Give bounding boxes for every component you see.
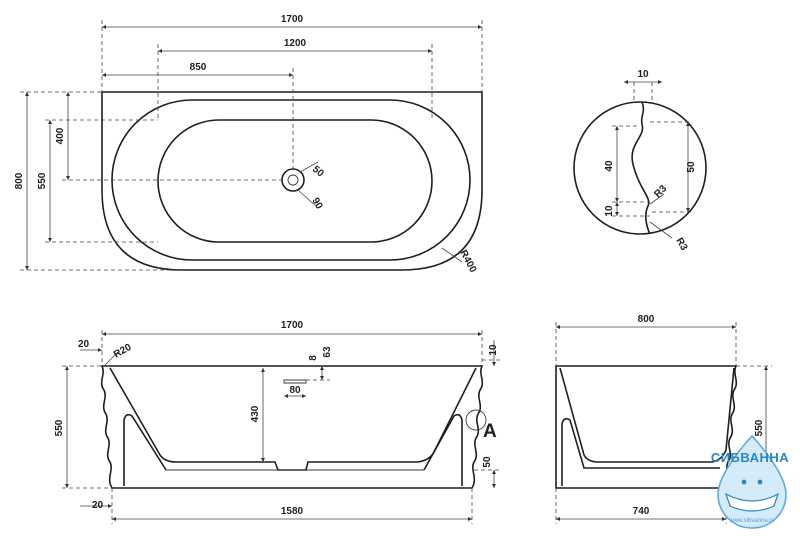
side-view: 800 740 550	[555, 314, 772, 524]
dim-1580: 1580	[281, 506, 304, 517]
dim-800-side: 800	[638, 314, 655, 325]
dim-740: 740	[633, 506, 650, 517]
brand-logo: СИБВАННА www.sibvanna.ru	[711, 434, 789, 529]
dim-detail-40: 40	[604, 160, 615, 172]
detail-a-view: 10 40 10 50 R3 R3	[573, 69, 707, 253]
dim-detail-r3-b: R3	[673, 236, 689, 253]
tub-outline-top	[101, 91, 483, 271]
dim-detail-r3-a: R3	[652, 183, 669, 200]
logo-name: СИБВАННА	[711, 450, 789, 465]
drain-outer	[281, 168, 305, 192]
dim-800: 800	[14, 172, 25, 189]
dim-overflow-63: 63	[322, 346, 333, 358]
dim-rim-20: 20	[78, 339, 90, 350]
front-right-support	[423, 413, 463, 486]
overflow-fitting	[283, 379, 307, 384]
dim-right-50: 50	[482, 456, 493, 468]
dim-detail-10-top: 10	[637, 69, 649, 80]
dim-550-top: 550	[37, 172, 48, 189]
dim-r20: R20	[112, 342, 134, 361]
dim-overflow-8: 8	[308, 355, 319, 361]
logo-url: www.sibvanna.ru	[728, 518, 774, 524]
side-support	[561, 417, 720, 486]
dim-detail-50: 50	[686, 161, 697, 173]
side-outline	[555, 365, 738, 489]
front-left-support	[123, 413, 167, 486]
dim-drain-90: 90	[309, 196, 324, 212]
bathtub-logo-icon	[724, 492, 780, 512]
dim-1700-front: 1700	[281, 320, 304, 331]
dim-1700-top: 1700	[281, 14, 304, 25]
detail-a-marker	[465, 409, 487, 431]
detail-a-profile	[631, 101, 651, 235]
dim-1200: 1200	[284, 38, 307, 49]
dim-r400: R400	[457, 248, 478, 275]
dim-drain-50: 50	[310, 164, 326, 180]
dim-550-front: 550	[54, 419, 65, 436]
top-view: 1700 1200 850 800 550 400 50 90 R400	[14, 14, 483, 275]
detail-a-circle	[573, 101, 707, 235]
drain-inner	[287, 174, 299, 186]
front-view: 1700 1580 550 430 20 R20 8 63 80 10 50 2…	[54, 320, 500, 524]
dim-right-10: 10	[488, 344, 499, 356]
side-basin	[559, 367, 735, 463]
dim-550-side: 550	[754, 419, 765, 436]
dim-850: 850	[190, 62, 207, 73]
tub-rim-inner	[111, 99, 471, 261]
face-eye-icon	[741, 479, 747, 485]
dim-detail-10-left: 10	[604, 205, 615, 217]
dim-400: 400	[55, 127, 66, 144]
tub-basin	[157, 119, 433, 243]
face-eye-icon	[757, 479, 763, 485]
detail-a-label: A	[483, 421, 497, 442]
dim-bottom-20: 20	[92, 500, 104, 511]
dim-430: 430	[250, 405, 261, 422]
dim-overflow-80: 80	[289, 385, 301, 396]
